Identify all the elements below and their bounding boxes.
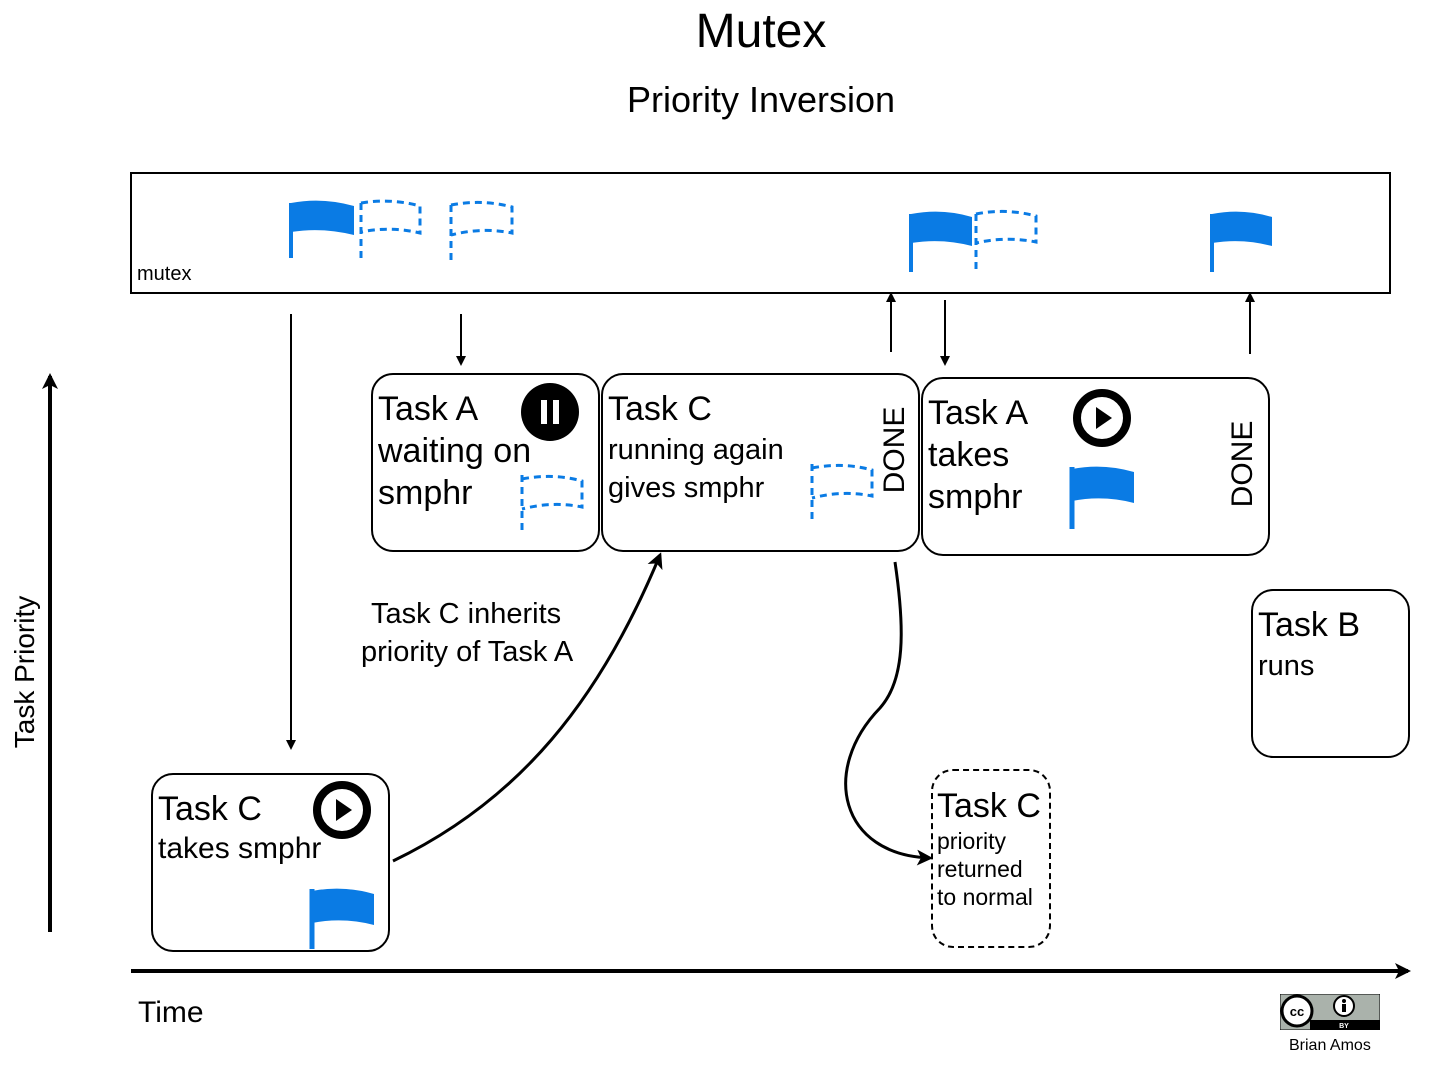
flag-dashed-icon (520, 474, 584, 531)
task-b-line-1: runs (1258, 650, 1315, 682)
task-a-takes-title: Task A (928, 394, 1029, 432)
mutex-flag-dashed-icon (359, 199, 422, 258)
flag-icon (309, 888, 374, 949)
arrow-priority-restore (844, 561, 933, 866)
task-c-running-line-1: running again (608, 434, 784, 466)
page-title: Mutex (695, 5, 827, 58)
task-a-takes-box: Task A takes smphr DONE (921, 377, 1270, 556)
x-axis-label: Time (138, 996, 204, 1029)
play-icon (313, 781, 371, 839)
mutex-flag-icon (909, 211, 972, 272)
task-c-running-title: Task C (608, 390, 712, 428)
task-c-normal-title: Task C (937, 787, 1041, 825)
mutex-flag-icon (1210, 211, 1272, 272)
annotation-line-2: priority of Task A (361, 636, 574, 668)
mutex-label: mutex (137, 263, 192, 285)
task-a-waiting-title: Task A (378, 390, 479, 428)
task-b-title: Task B (1258, 606, 1361, 644)
task-c-done-status: DONE (878, 406, 911, 494)
svg-text:cc: cc (1290, 1004, 1304, 1019)
task-a-waiting-line-1: waiting on (378, 432, 532, 470)
pause-icon (521, 383, 579, 441)
task-c-running-box: Task C running again gives smphr DONE (601, 373, 920, 552)
task-a-takes-line-1: takes (928, 436, 1010, 474)
flag-dashed-icon (810, 463, 874, 520)
task-b-box: Task B runs (1251, 589, 1410, 758)
task-a-takes-line-2: smphr (928, 478, 1023, 516)
svg-text:BY: BY (1339, 1023, 1349, 1030)
task-a-done-status: DONE (1226, 420, 1259, 508)
mutex-container (130, 172, 1391, 294)
task-a-waiting-box: Task A waiting on smphr (371, 373, 600, 552)
mutex-flag-dashed-icon (449, 200, 514, 262)
page-subtitle: Priority Inversion (626, 79, 896, 120)
task-c-takes-box: Task C takes smphr (151, 773, 390, 952)
flag-icon (1069, 466, 1134, 529)
annotation-line-1: Task C inherits (371, 598, 562, 630)
y-axis-label: Task Priority (9, 595, 40, 749)
arrow-priority-inherit (392, 552, 663, 863)
play-icon (1073, 389, 1131, 447)
mutex-flag-dashed-icon (974, 209, 1038, 272)
mutex-flag-icon (289, 200, 354, 258)
cc-by-icon: cc BY (1280, 994, 1380, 1030)
task-c-normal-line-1: priority (937, 828, 1007, 854)
task-c-running-line-2: gives smphr (608, 472, 765, 504)
task-c-normal-line-3: to normal (937, 884, 1033, 910)
task-a-waiting-line-2: smphr (378, 474, 473, 512)
task-c-normal-line-2: returned (937, 856, 1023, 882)
license-author: Brian Amos (1289, 1037, 1371, 1054)
task-c-takes-title: Task C (158, 790, 262, 828)
task-c-normal-box: Task C priority returned to normal (931, 769, 1051, 948)
task-c-takes-line-1: takes smphr (158, 832, 322, 865)
